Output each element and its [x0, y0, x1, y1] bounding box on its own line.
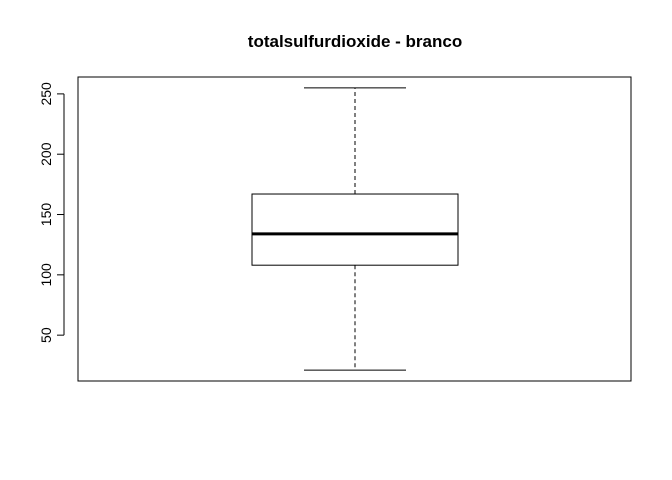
y-tick-label: 50	[38, 327, 54, 343]
y-tick-label: 150	[38, 203, 54, 227]
y-tick-label: 200	[38, 142, 54, 166]
iqr-box	[251, 193, 459, 266]
plot-frame	[77, 76, 632, 382]
y-tick-label: 250	[38, 82, 54, 106]
boxplot	[251, 87, 459, 371]
chart-title: totalsulfurdioxide - branco	[248, 32, 462, 51]
y-tick-label: 100	[38, 263, 54, 287]
y-axis: 50 100 150 200 250	[38, 82, 65, 343]
